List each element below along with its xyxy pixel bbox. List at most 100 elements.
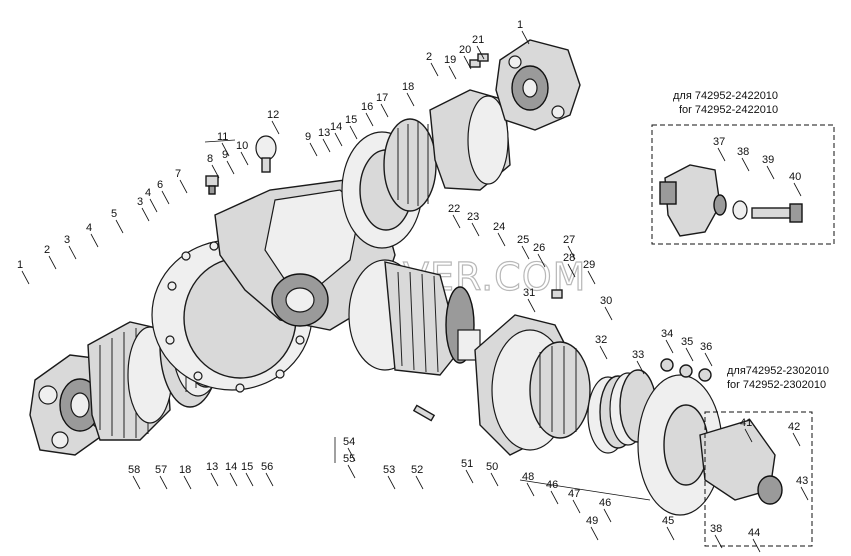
callout-53: 53 (383, 464, 395, 476)
callout-1: 1 (17, 259, 23, 271)
callout-leader-46 (603, 508, 612, 523)
callout-leader-18 (406, 92, 415, 107)
callout-leader-38 (714, 534, 723, 549)
callout-leader-19 (448, 65, 457, 80)
callout-leader-8 (211, 164, 220, 179)
callout-8: 8 (207, 153, 213, 165)
callout-13: 13 (206, 461, 218, 473)
callout-43: 43 (796, 475, 808, 487)
callout-leader-9 (226, 160, 235, 175)
callout-24: 24 (493, 221, 505, 233)
callout-11: 11 (217, 131, 228, 143)
callout-leader-18 (183, 475, 192, 490)
callout-34: 34 (661, 328, 673, 340)
callout-leader-40 (793, 182, 802, 197)
callout-leader-25 (521, 245, 530, 260)
callout-leader-2 (430, 62, 439, 77)
callout-18: 18 (179, 464, 191, 476)
callout-leader-28 (567, 263, 576, 278)
callout-leader-16 (365, 112, 374, 127)
callout-leader-14 (334, 132, 343, 147)
callout-leader-13 (322, 138, 331, 153)
callout-2: 2 (426, 51, 432, 63)
callout-leader-48 (526, 482, 535, 497)
callout-29: 29 (583, 259, 595, 271)
bevel-drum-32 (529, 341, 591, 439)
bolt-20-21 (469, 53, 489, 68)
callout-leader-47 (572, 499, 581, 514)
callout-leader-27 (567, 245, 576, 260)
callout-26: 26 (533, 242, 545, 254)
callout-22: 22 (448, 203, 460, 215)
breather-plug-12 (255, 135, 277, 173)
callout-leader-35 (685, 347, 694, 362)
callout-57: 57 (155, 464, 167, 476)
callout-31: 31 (523, 287, 535, 299)
callout-leader-41 (744, 428, 753, 443)
callout-leader-29 (587, 270, 596, 285)
callout-23: 23 (467, 211, 479, 223)
callout-leader-36 (704, 352, 713, 367)
callout-leader-5 (115, 219, 124, 234)
callout-leader-9 (309, 142, 318, 157)
callout-leader-2 (48, 255, 57, 270)
callout-7: 7 (175, 168, 181, 180)
callout-leader-15 (245, 472, 254, 487)
callout-leader-56 (265, 472, 274, 487)
callout-leader-44 (752, 538, 761, 553)
callout-19: 19 (444, 54, 456, 66)
callout-38: 38 (710, 523, 722, 535)
callout-54: 54 (343, 436, 355, 448)
bracket-49 (519, 479, 651, 501)
callout-9: 9 (305, 131, 311, 143)
callout-leader-31 (527, 298, 536, 313)
callout-45: 45 (662, 515, 674, 527)
callout-46: 46 (546, 479, 558, 491)
callout-leader-10 (240, 151, 249, 166)
callout-leader-21 (476, 45, 485, 60)
callout-14: 14 (225, 461, 237, 473)
callout-leader-23 (471, 222, 480, 237)
callout-leader-46 (550, 490, 559, 505)
callout-leader-30 (604, 306, 613, 321)
callout-3: 3 (137, 196, 143, 208)
callout-17: 17 (376, 92, 388, 104)
callout-13: 13 (318, 127, 330, 139)
callout-16: 16 (361, 101, 373, 113)
note-mid-ru: для742952-2302010 (727, 365, 829, 377)
callout-6: 6 (157, 179, 163, 191)
callout-5: 5 (111, 208, 117, 220)
plug-8 (205, 175, 219, 195)
callout-33: 33 (632, 349, 644, 361)
callout-leader-13 (210, 472, 219, 487)
nuts-34-36 (660, 358, 712, 382)
callout-1: 1 (517, 19, 523, 31)
callout-leader-34 (665, 339, 674, 354)
ring-gear-45 (637, 374, 723, 516)
note-top-ru: для 742952-2422010 (673, 90, 778, 102)
callout-32: 32 (595, 334, 607, 346)
callout-25: 25 (517, 234, 529, 246)
callout-37: 37 (713, 136, 725, 148)
callout-leader-4 (90, 233, 99, 248)
callout-30: 30 (600, 295, 612, 307)
callout-49: 49 (586, 515, 598, 527)
callout-4: 4 (145, 187, 151, 199)
callout-20: 20 (459, 44, 471, 56)
callout-35: 35 (681, 336, 693, 348)
callout-58: 58 (128, 464, 140, 476)
callout-15: 15 (345, 114, 357, 126)
callout-27: 27 (563, 234, 575, 246)
callout-leader-11 (221, 142, 230, 157)
left-planetary-drum (87, 321, 173, 441)
callout-9: 9 (222, 149, 228, 161)
callout-3: 3 (64, 234, 70, 246)
callout-leader-26 (537, 253, 546, 268)
note-mid-en: for 742952-2302010 (727, 379, 826, 391)
callout-48: 48 (522, 471, 534, 483)
callout-leader-52 (415, 475, 424, 490)
callout-40: 40 (789, 171, 801, 183)
differential-cage (348, 259, 481, 376)
callout-leader-22 (452, 214, 461, 229)
